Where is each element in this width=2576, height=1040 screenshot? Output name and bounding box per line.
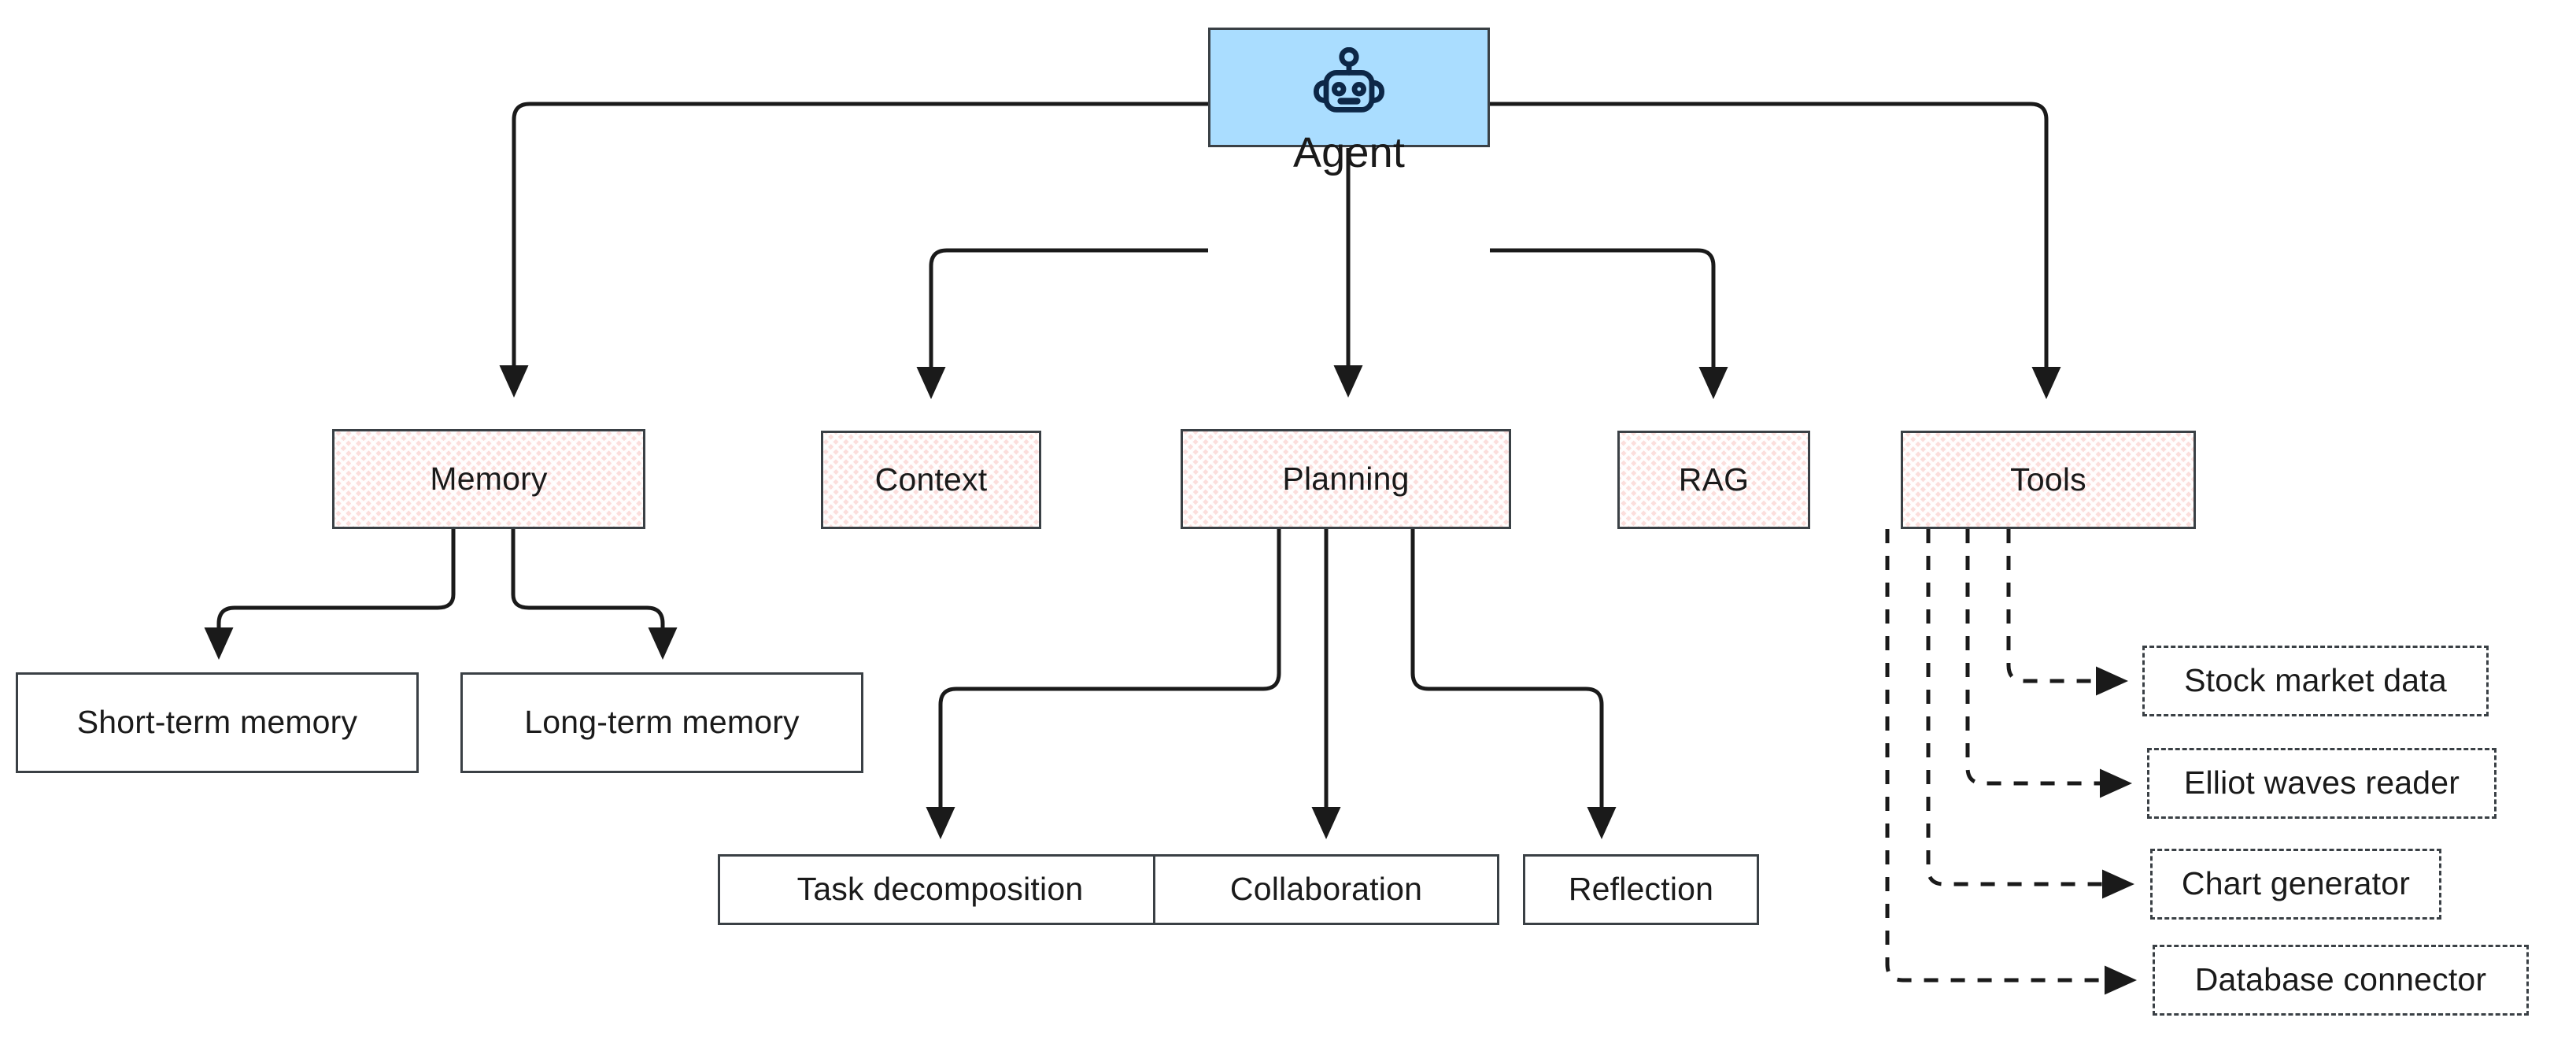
edge-tools-stockmarketdata xyxy=(2006,529,2128,696)
node-agent-label: Agent xyxy=(1292,129,1406,176)
node-memory-label: Memory xyxy=(430,460,548,497)
node-rag-label: RAG xyxy=(1678,461,1750,498)
node-collaboration-label: Collaboration xyxy=(1229,871,1423,908)
node-chart-generator[interactable]: Chart generator xyxy=(2150,849,2441,920)
node-tools-label: Tools xyxy=(2010,461,2086,498)
node-context-label: Context xyxy=(874,461,988,498)
edge-memory-shortterm xyxy=(204,529,456,661)
node-elliot-waves-reader-label: Elliot waves reader xyxy=(2183,764,2460,801)
node-context[interactable]: Context xyxy=(821,431,1041,529)
node-stock-market-data-label: Stock market data xyxy=(2184,662,2447,699)
node-memory[interactable]: Memory xyxy=(332,429,645,529)
edge-agent-rag xyxy=(1490,248,1728,400)
node-collaboration[interactable]: Collaboration xyxy=(1153,854,1499,925)
node-planning-label: Planning xyxy=(1282,460,1410,497)
robot-icon xyxy=(1308,46,1390,127)
edge-planning-reflection xyxy=(1410,529,1617,840)
edge-tools-databaseconnector xyxy=(1885,529,2137,995)
node-long-term-memory[interactable]: Long-term memory xyxy=(460,672,863,773)
node-agent[interactable]: Agent xyxy=(1208,28,1490,176)
node-tools[interactable]: Tools xyxy=(1901,431,2196,529)
node-database-connector[interactable]: Database connector xyxy=(2153,945,2529,1016)
edge-agent-context xyxy=(916,248,1208,400)
node-short-term-memory-label: Short-term memory xyxy=(76,704,358,741)
node-elliot-waves-reader[interactable]: Elliot waves reader xyxy=(2147,748,2497,819)
node-reflection-label: Reflection xyxy=(1568,871,1714,908)
edge-agent-tools xyxy=(1490,102,2061,400)
node-reflection[interactable]: Reflection xyxy=(1523,854,1759,925)
edge-tools-elliotwavesreader xyxy=(1965,529,2132,798)
edge-planning-taskdecomposition xyxy=(926,529,1281,840)
node-database-connector-label: Database connector xyxy=(2194,961,2487,998)
node-chart-generator-label: Chart generator xyxy=(2181,865,2411,902)
edge-memory-longterm xyxy=(511,529,678,661)
node-task-decomposition[interactable]: Task decomposition xyxy=(718,854,1162,925)
node-stock-market-data[interactable]: Stock market data xyxy=(2142,646,2489,716)
edge-tools-chartgenerator xyxy=(1926,529,2134,899)
node-rag[interactable]: RAG xyxy=(1617,431,1810,529)
node-task-decomposition-label: Task decomposition xyxy=(796,871,1084,908)
edge-agent-memory xyxy=(499,102,1208,398)
node-short-term-memory[interactable]: Short-term memory xyxy=(16,672,419,773)
node-long-term-memory-label: Long-term memory xyxy=(524,704,800,741)
node-planning[interactable]: Planning xyxy=(1181,429,1511,529)
